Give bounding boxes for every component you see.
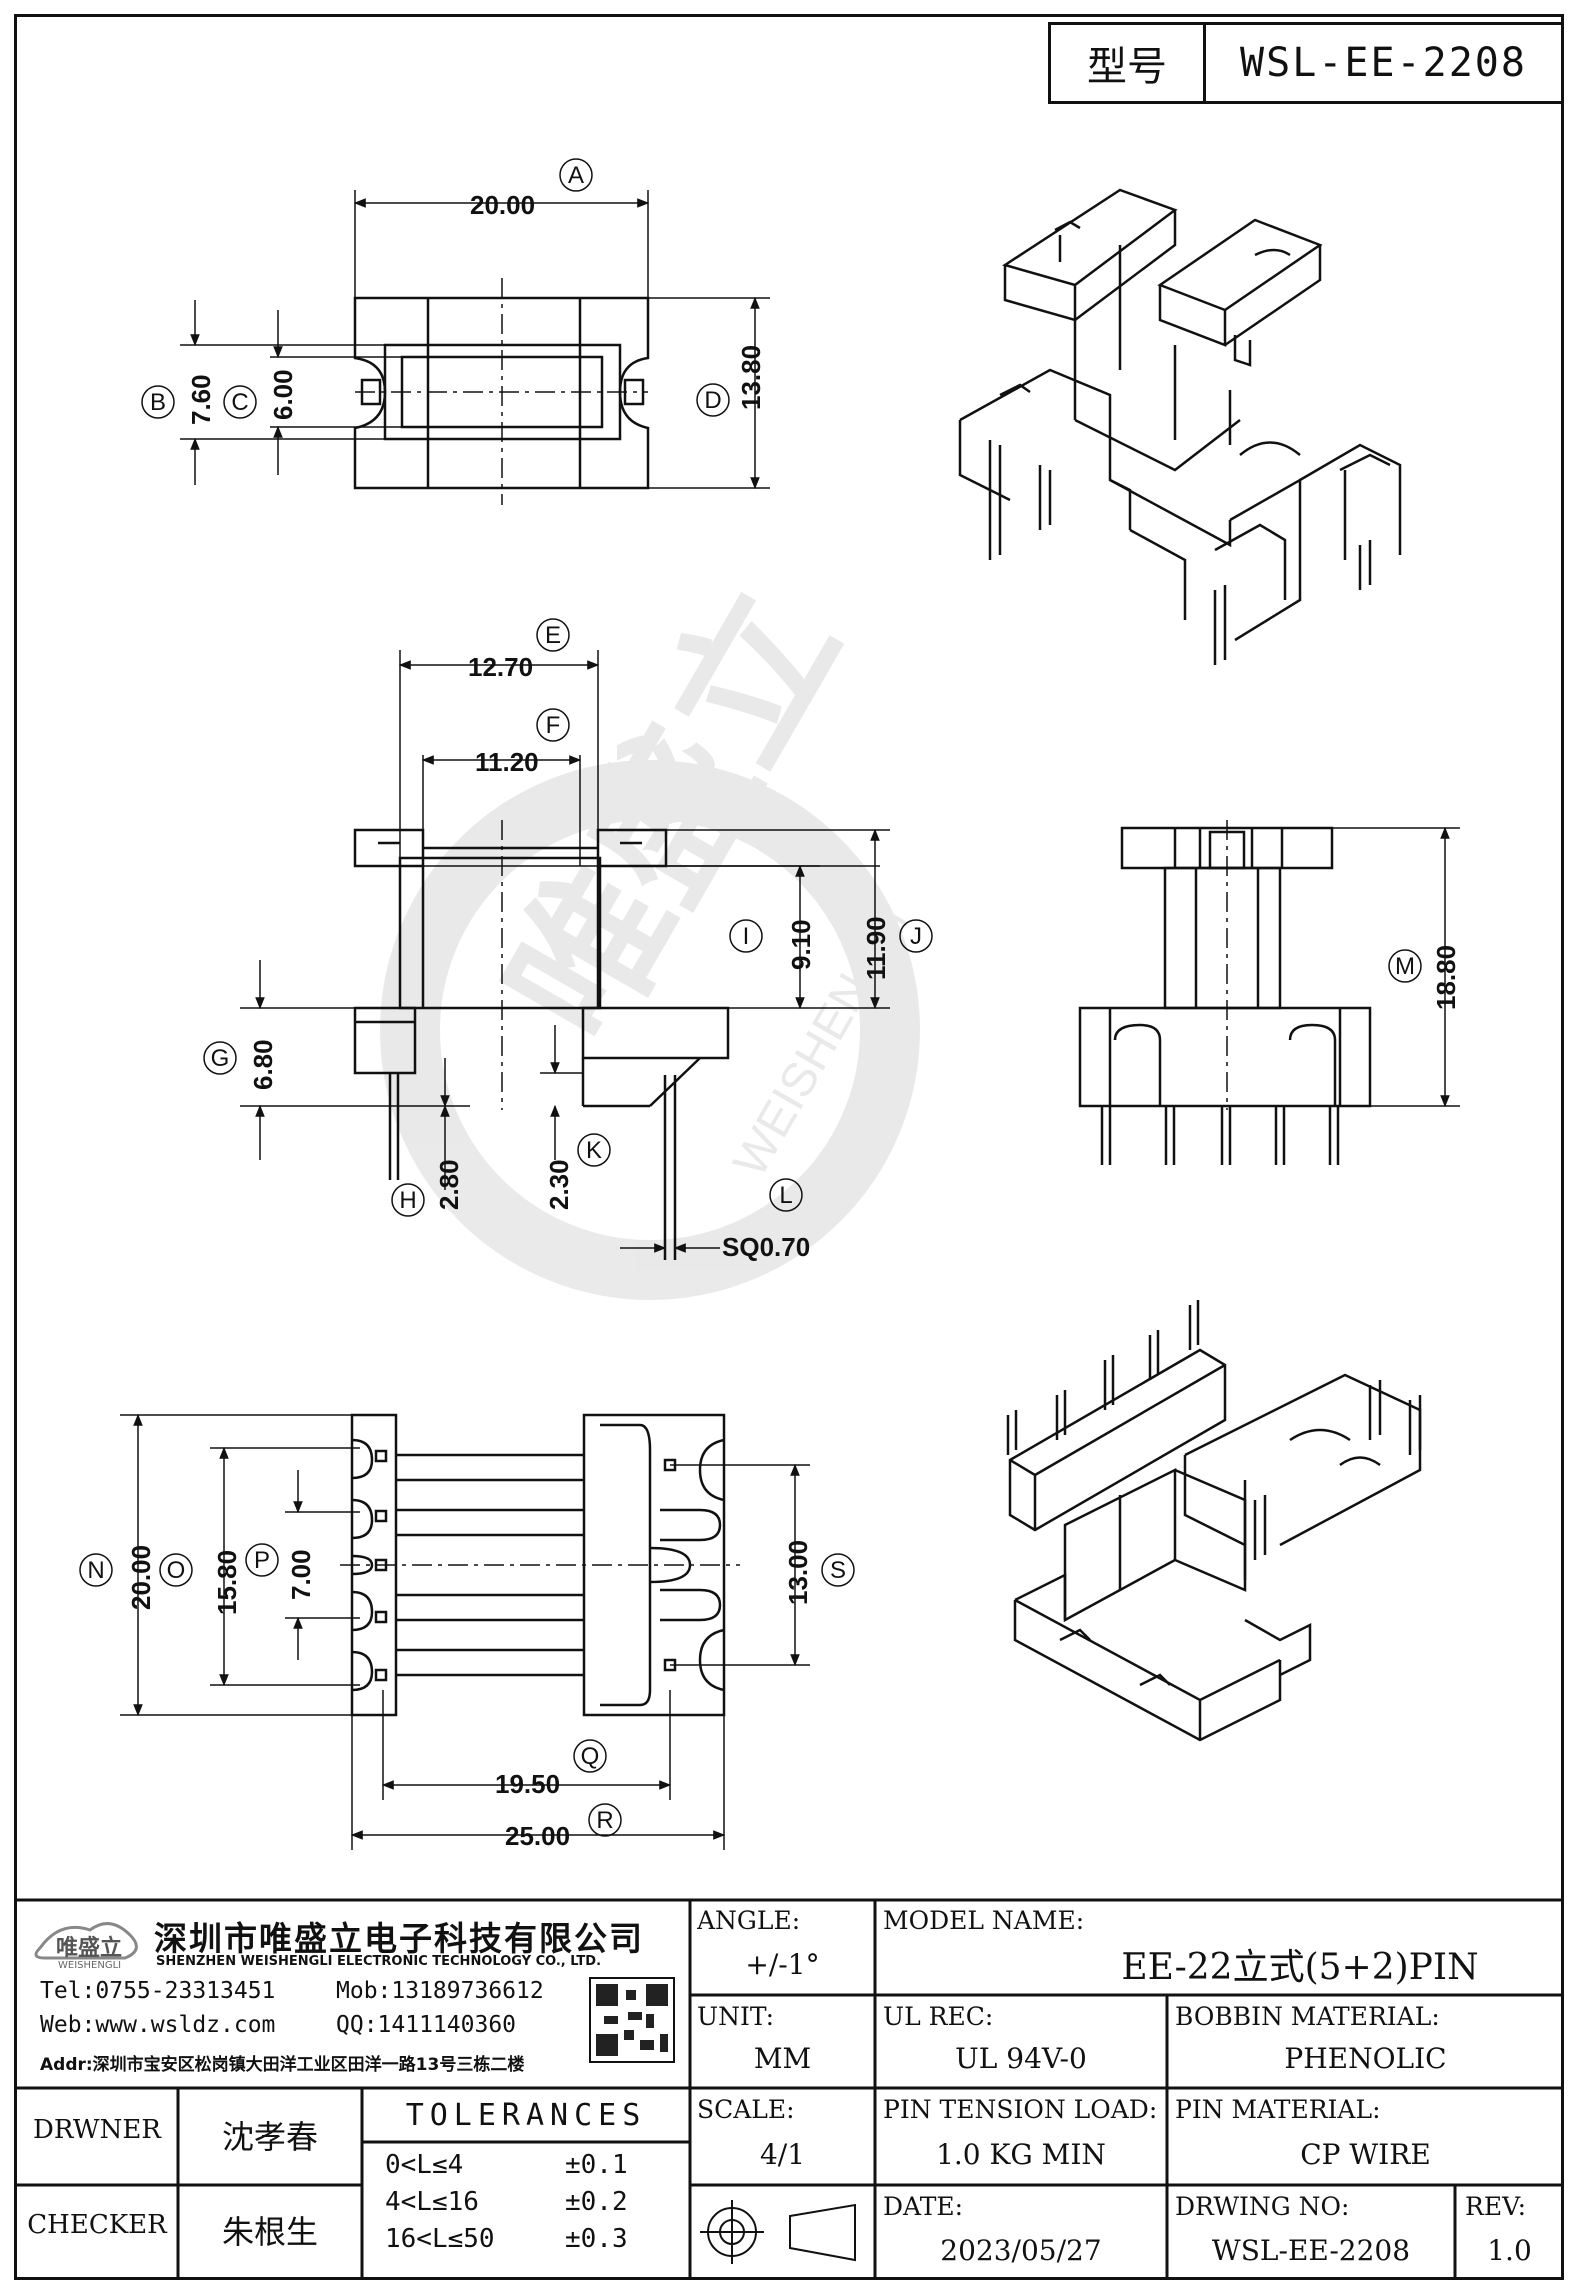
drawing-no-value: WSL-EE-2208 [1211, 2234, 1411, 2267]
circle-label-r: R [596, 1807, 613, 1834]
dim-b-value: 7.60 [186, 374, 216, 425]
tolerance-value-3: ±0.3 [565, 2224, 628, 2254]
front-view [353, 820, 880, 1260]
dim-s-value: 13.00 [783, 1540, 813, 1605]
circle-label-c: C [231, 389, 248, 416]
dim-r-value: 25.00 [505, 1821, 570, 1851]
company-mobile: Mob:13189736612 [336, 1978, 544, 2004]
model-label: 型号 [1051, 25, 1206, 101]
dim-j-value: 11.90 [861, 916, 891, 980]
circle-label-e: E [545, 622, 561, 649]
drawing-frame [14, 14, 1564, 2280]
tolerance-range-3: 16<L≤50 [385, 2224, 495, 2254]
circle-label-n: N [87, 1557, 104, 1584]
angle-label: ANGLE: [697, 1906, 801, 1935]
tolerances-heading: TOLERANCES [405, 2098, 647, 2133]
circle-label-b: B [150, 389, 166, 416]
dim-o-value: 15.80 [212, 1550, 242, 1615]
dim-n-value: 20.00 [126, 1545, 156, 1610]
pin-tension-value: 1.0 KG MIN [936, 2138, 1106, 2171]
model-code: WSL-EE-2208 [1240, 40, 1527, 86]
checker-label: CHECKER [27, 2210, 167, 2240]
circle-label-o: O [167, 1557, 186, 1584]
dim-p-value: 7.00 [286, 1549, 316, 1600]
dim-m-value: 18.80 [1431, 945, 1461, 1010]
bobbin-material-value: PHENOLIC [1284, 2042, 1447, 2075]
model-name-value: EE-22立式(5+2)PIN [1121, 1947, 1479, 1988]
drawer-label: DRWNER [33, 2115, 161, 2145]
model-name-label: MODEL NAME: [883, 1906, 1085, 1935]
pin-material-label: PIN MATERIAL: [1175, 2095, 1381, 2124]
scale-label: SCALE: [697, 2095, 795, 2124]
ul-rec-value: UL 94V-0 [955, 2042, 1087, 2075]
company-name-en: SHENZHEN WEISHENGLI ELECTRONIC TECHNOLOG… [156, 1954, 602, 1969]
circle-label-m: M [1395, 953, 1415, 980]
isometric-view-top [958, 188, 1402, 665]
date-label: DATE: [883, 2192, 964, 2221]
circle-label-a: A [568, 162, 584, 189]
bobbin-material-label: BOBBIN MATERIAL: [1175, 2002, 1440, 2031]
company-qq: QQ:1411140360 [336, 2012, 517, 2038]
ul-rec-label: UL REC: [883, 2002, 994, 2031]
company-web[interactable]: Web:www.wsldz.com [40, 2012, 276, 2038]
circle-label-g: G [211, 1045, 230, 1072]
pin-material-value: CP WIRE [1300, 2138, 1431, 2171]
checker-name: 朱根生 [221, 2213, 318, 2251]
tolerance-value-1: ±0.1 [565, 2150, 628, 2180]
bottom-view [340, 1413, 740, 1717]
dim-k-value: 2.30 [544, 1159, 574, 1210]
company-address: Addr:深圳市宝安区松岗镇大田洋工业区田洋一路13号三栋二楼 [40, 2055, 525, 2075]
rev-value: 1.0 [1487, 2234, 1532, 2267]
rev-label: REV: [1465, 2192, 1527, 2221]
dim-g-value: 6.80 [248, 1039, 278, 1090]
circle-label-s: S [830, 1557, 846, 1584]
company-name-cn: 深圳市唯盛立电子科技有限公司 [154, 1919, 644, 1958]
drawing-no-label: DRWING NO: [1175, 2192, 1350, 2221]
circle-label-h: H [399, 1187, 416, 1214]
dim-d-value: 13.80 [736, 345, 766, 410]
circle-label-i: I [743, 923, 750, 950]
dim-c-value: 6.00 [268, 369, 298, 420]
tolerance-range-1: 0<L≤4 [385, 2150, 464, 2180]
circle-label-p: P [254, 1547, 270, 1574]
circle-label-q: Q [581, 1743, 600, 1770]
dim-a-value: 20.00 [470, 190, 535, 220]
isometric-view-bottom [1006, 1300, 1422, 1742]
unit-value: MM [753, 2042, 812, 2075]
company-block: 唯盛立 WEISHENGLI 深圳市唯盛立电子科技有限公司 SHENZHEN W… [18, 1904, 686, 2086]
dim-l-value: SQ0.70 [722, 1232, 810, 1262]
dim-q-value: 19.50 [495, 1769, 560, 1799]
dim-f-value: 11.20 [475, 747, 539, 777]
date-value: 2023/05/27 [940, 2234, 1102, 2267]
unit-label: UNIT: [697, 2002, 775, 2031]
tolerance-value-2: ±0.2 [565, 2187, 628, 2217]
circle-label-l: L [779, 1182, 792, 1209]
company-tel: Tel:0755-23313451 [40, 1978, 276, 2004]
logo-subtext: WEISHENGLI [58, 1960, 122, 1971]
model-title-box: 型号 WSL-EE-2208 [1048, 22, 1564, 104]
side-view [1078, 820, 1372, 1165]
scale-value: 4/1 [759, 2138, 806, 2171]
pin-tension-label: PIN TENSION LOAD: [883, 2095, 1158, 2124]
angle-value: +/-1° [745, 1948, 820, 1981]
dim-e-value: 12.70 [468, 652, 533, 682]
circle-label-d: D [704, 387, 721, 414]
drawer-name: 沈孝春 [221, 2118, 318, 2156]
circle-label-j: J [910, 923, 922, 950]
circle-label-k: K [586, 1137, 602, 1164]
technical-drawing: 唯盛立 WEISHENGLI [79, 158, 1461, 1851]
tolerance-range-2: 4<L≤16 [385, 2187, 479, 2217]
circle-label-f: F [546, 712, 561, 739]
dim-i-value: 9.10 [786, 919, 816, 970]
top-view [353, 278, 650, 505]
logo-text: 唯盛立 [56, 1936, 123, 1961]
dim-h-value: 2.80 [434, 1159, 464, 1210]
